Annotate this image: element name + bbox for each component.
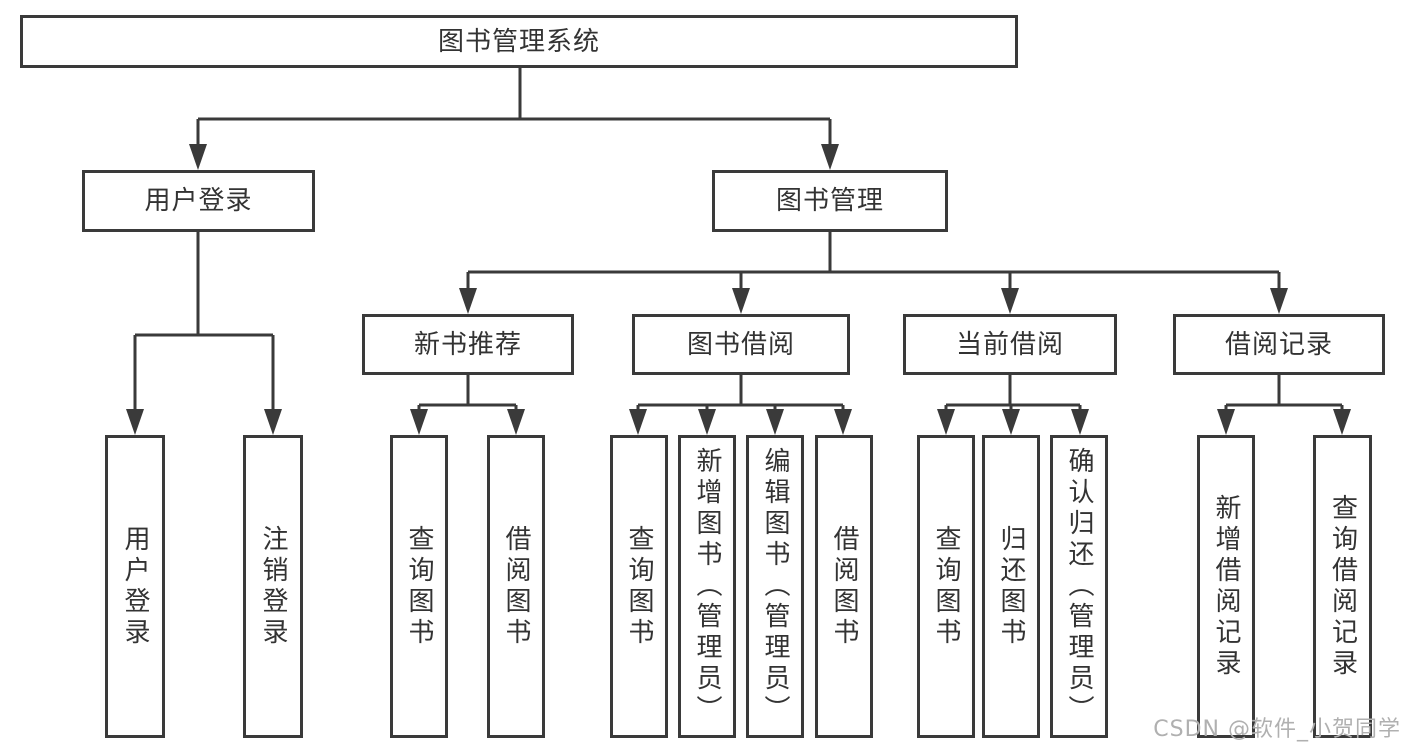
leaf-logout: 注销登录 bbox=[243, 435, 303, 738]
leaf-borrow-books-recommend: 借阅图书 bbox=[487, 435, 545, 738]
node-book-borrow: 图书借阅 bbox=[632, 314, 850, 375]
leaf-edit-book-admin: 编辑图书（管理员） bbox=[746, 435, 804, 738]
leaf-query-borrow-record: 查询借阅记录 bbox=[1313, 435, 1372, 738]
node-book-management: 图书管理 bbox=[712, 170, 948, 232]
connector-new-book-split bbox=[410, 375, 525, 435]
watermark: CSDN @软件_小贺同学 bbox=[1153, 717, 1401, 742]
leaf-return-books: 归还图书 bbox=[982, 435, 1040, 738]
connector-root-split bbox=[189, 67, 839, 170]
connector-book-borrow-split bbox=[629, 375, 852, 435]
leaf-query-books-recommend: 查询图书 bbox=[390, 435, 448, 738]
connector-user-login-split bbox=[126, 232, 282, 435]
connector-book-management-split bbox=[459, 232, 1288, 314]
connector-borrow-records-split bbox=[1217, 375, 1351, 435]
node-user-login: 用户登录 bbox=[82, 170, 315, 232]
leaf-user-login: 用户登录 bbox=[105, 435, 165, 738]
leaf-add-book-admin: 新增图书（管理员） bbox=[678, 435, 736, 738]
node-borrow-records: 借阅记录 bbox=[1173, 314, 1385, 375]
leaf-query-books-borrow: 查询图书 bbox=[610, 435, 668, 738]
node-root-system: 图书管理系统 bbox=[20, 15, 1018, 68]
leaf-borrow-books: 借阅图书 bbox=[815, 435, 873, 738]
connector-current-borrow-split bbox=[937, 375, 1089, 435]
node-current-borrow: 当前借阅 bbox=[903, 314, 1117, 375]
leaf-confirm-return-admin: 确认归还（管理员） bbox=[1050, 435, 1108, 738]
leaf-add-borrow-record: 新增借阅记录 bbox=[1197, 435, 1255, 738]
leaf-query-books-current: 查询图书 bbox=[917, 435, 975, 738]
node-new-book-recommend: 新书推荐 bbox=[362, 314, 574, 375]
